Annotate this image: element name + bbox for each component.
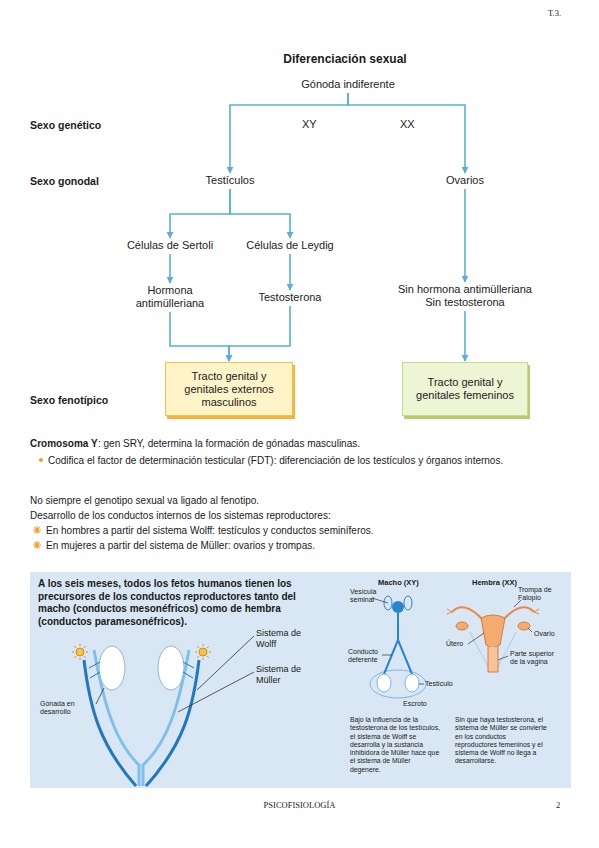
flow-connector [170, 189, 230, 238]
text-label: Sistema de Wolff [256, 628, 316, 649]
flow-connector [464, 189, 466, 282]
text-label: 2 [556, 800, 560, 810]
testis-shape [405, 674, 419, 692]
text-label: Cromosoma Y [30, 436, 98, 451]
text-label: A los seis meses, todos los fetos humano… [38, 578, 323, 628]
text-label: Sistema de Müller [256, 664, 316, 685]
uterus-shape [481, 615, 505, 648]
edge-label: XY [302, 118, 317, 130]
flow-text-node: Testículos [190, 174, 270, 187]
text-label: Macho (XY) [378, 578, 419, 587]
flow-connector [230, 93, 348, 173]
flow-text-node: Sin hormona antimüllerianaSin testostero… [385, 283, 545, 309]
seminal-vesicle [404, 596, 412, 610]
vas-deferens [384, 613, 412, 674]
bullet-star [33, 526, 41, 534]
vagina-shape [488, 647, 498, 672]
testis-shape [377, 674, 391, 692]
text-label: Sin que haya testosterona, el sistema de… [455, 716, 547, 766]
flow-connector [289, 254, 291, 290]
figure-panel [30, 572, 571, 788]
node-text: Testículos [190, 174, 270, 187]
scrotum-outline [370, 670, 426, 698]
text-label: Trompa de Falopio [518, 586, 558, 602]
text-label: Gónada en desarrollo [40, 700, 95, 716]
node-text: Ovarios [425, 174, 505, 187]
text-label: Sexo genético [30, 119, 101, 131]
flow-connector [230, 189, 290, 238]
efferent-duct [89, 662, 194, 678]
node-text: Gónoda indiferente [288, 78, 408, 91]
leader-line [96, 636, 254, 712]
flow-text-node: Células de Leydig [235, 239, 345, 252]
flow-connector [169, 254, 171, 283]
flow-connector [348, 93, 465, 173]
gonad-symbol [76, 648, 84, 656]
ovary-shape [456, 622, 468, 630]
text-label: Codifica el factor de determinación test… [48, 453, 563, 468]
text-label: PSICOFISIOLOGÍA [0, 800, 599, 810]
node-text: Sin testosterona [385, 296, 545, 309]
flow-connector [229, 306, 290, 361]
bladder-shape [392, 601, 404, 613]
gonad-rays [195, 644, 211, 660]
gonad-shape [158, 646, 184, 690]
flow-text-node: Hormona antimülleriana [125, 284, 215, 310]
ovary-shape [518, 622, 530, 630]
flow-text-node: Células de Sertoli [115, 239, 225, 252]
text-label: No siempre el genotipo sexual va ligado … [30, 493, 259, 508]
text-label: Sexo fenotípico [30, 394, 108, 406]
text-label: Bajo la influencia de la testosterona de… [350, 716, 442, 774]
diagram-title: Diferenciación sexual [245, 52, 445, 66]
leader-line [372, 598, 424, 684]
node-text: Hormona antimülleriana [125, 284, 215, 310]
text-label: Parte superior de la vagina [510, 650, 554, 666]
bullet-dot [39, 458, 43, 462]
text-label: : gen SRY, determina la formación de gón… [98, 436, 360, 451]
node-text: Sin hormona antimülleriana [385, 283, 545, 296]
flow-connector [464, 311, 466, 361]
text-label: Escroto [403, 700, 427, 708]
text-label: En hombres a partir del sistema Wolff: t… [46, 523, 374, 538]
text-label: Desarrollo de los conductos internos de … [30, 508, 331, 523]
text-label: Conducto deferente [348, 648, 384, 664]
flow-text-node: Ovarios [425, 174, 505, 187]
node-text: Tracto genital y genitales externos masc… [174, 370, 284, 409]
node-text: Células de Leydig [235, 239, 345, 252]
flow-connector [170, 312, 229, 361]
text-label: Ovario [534, 630, 555, 638]
bullet-star [33, 541, 41, 549]
gonad-rays [72, 644, 88, 660]
edge-label: XX [400, 118, 415, 130]
outcome-box: Tracto genital y genitales femeninos [402, 362, 528, 416]
outcome-box: Tracto genital y genitales externos masc… [165, 362, 293, 416]
text-label: Vesícula seminal [350, 588, 384, 604]
flow-text-node: Testosterona [240, 291, 340, 304]
text-label: T.3. [548, 8, 561, 18]
node-text: Células de Sertoli [115, 239, 225, 252]
fimbriae [447, 609, 539, 614]
muller-duct [94, 650, 189, 786]
text-label: Útero [446, 640, 463, 648]
text-label: En mujeres a partir del sistema de Mülle… [46, 538, 315, 553]
gonad-shape [99, 646, 125, 690]
flow-text-node: Gónoda indiferente [288, 78, 408, 91]
gonad-symbol [199, 648, 207, 656]
node-text: Testosterona [240, 291, 340, 304]
text-label: Hembra (XX) [472, 578, 517, 587]
text-label: Testículo [425, 680, 453, 688]
node-text: Tracto genital y genitales femeninos [411, 376, 519, 402]
text-label: Sexo gonodal [30, 175, 99, 187]
